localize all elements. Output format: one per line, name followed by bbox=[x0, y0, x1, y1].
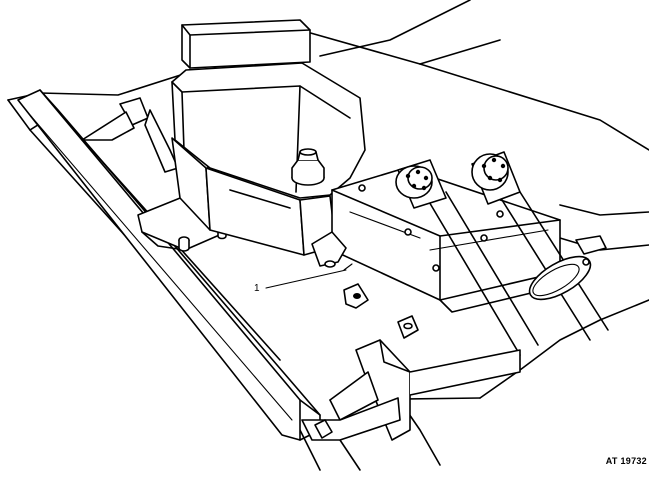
latch-clamp bbox=[311, 231, 419, 339]
callout-number-1: 1 bbox=[254, 283, 260, 294]
front-bracket bbox=[301, 339, 521, 441]
oval-port bbox=[528, 235, 607, 301]
junction-block bbox=[331, 167, 561, 313]
callout-1-leader bbox=[265, 269, 347, 289]
cable-connector-right bbox=[471, 151, 609, 341]
cap-bolt bbox=[291, 148, 325, 186]
rear-box bbox=[181, 19, 311, 69]
cable-connector-left bbox=[395, 159, 539, 356]
figure-id-label: AT 19732 bbox=[605, 456, 647, 466]
